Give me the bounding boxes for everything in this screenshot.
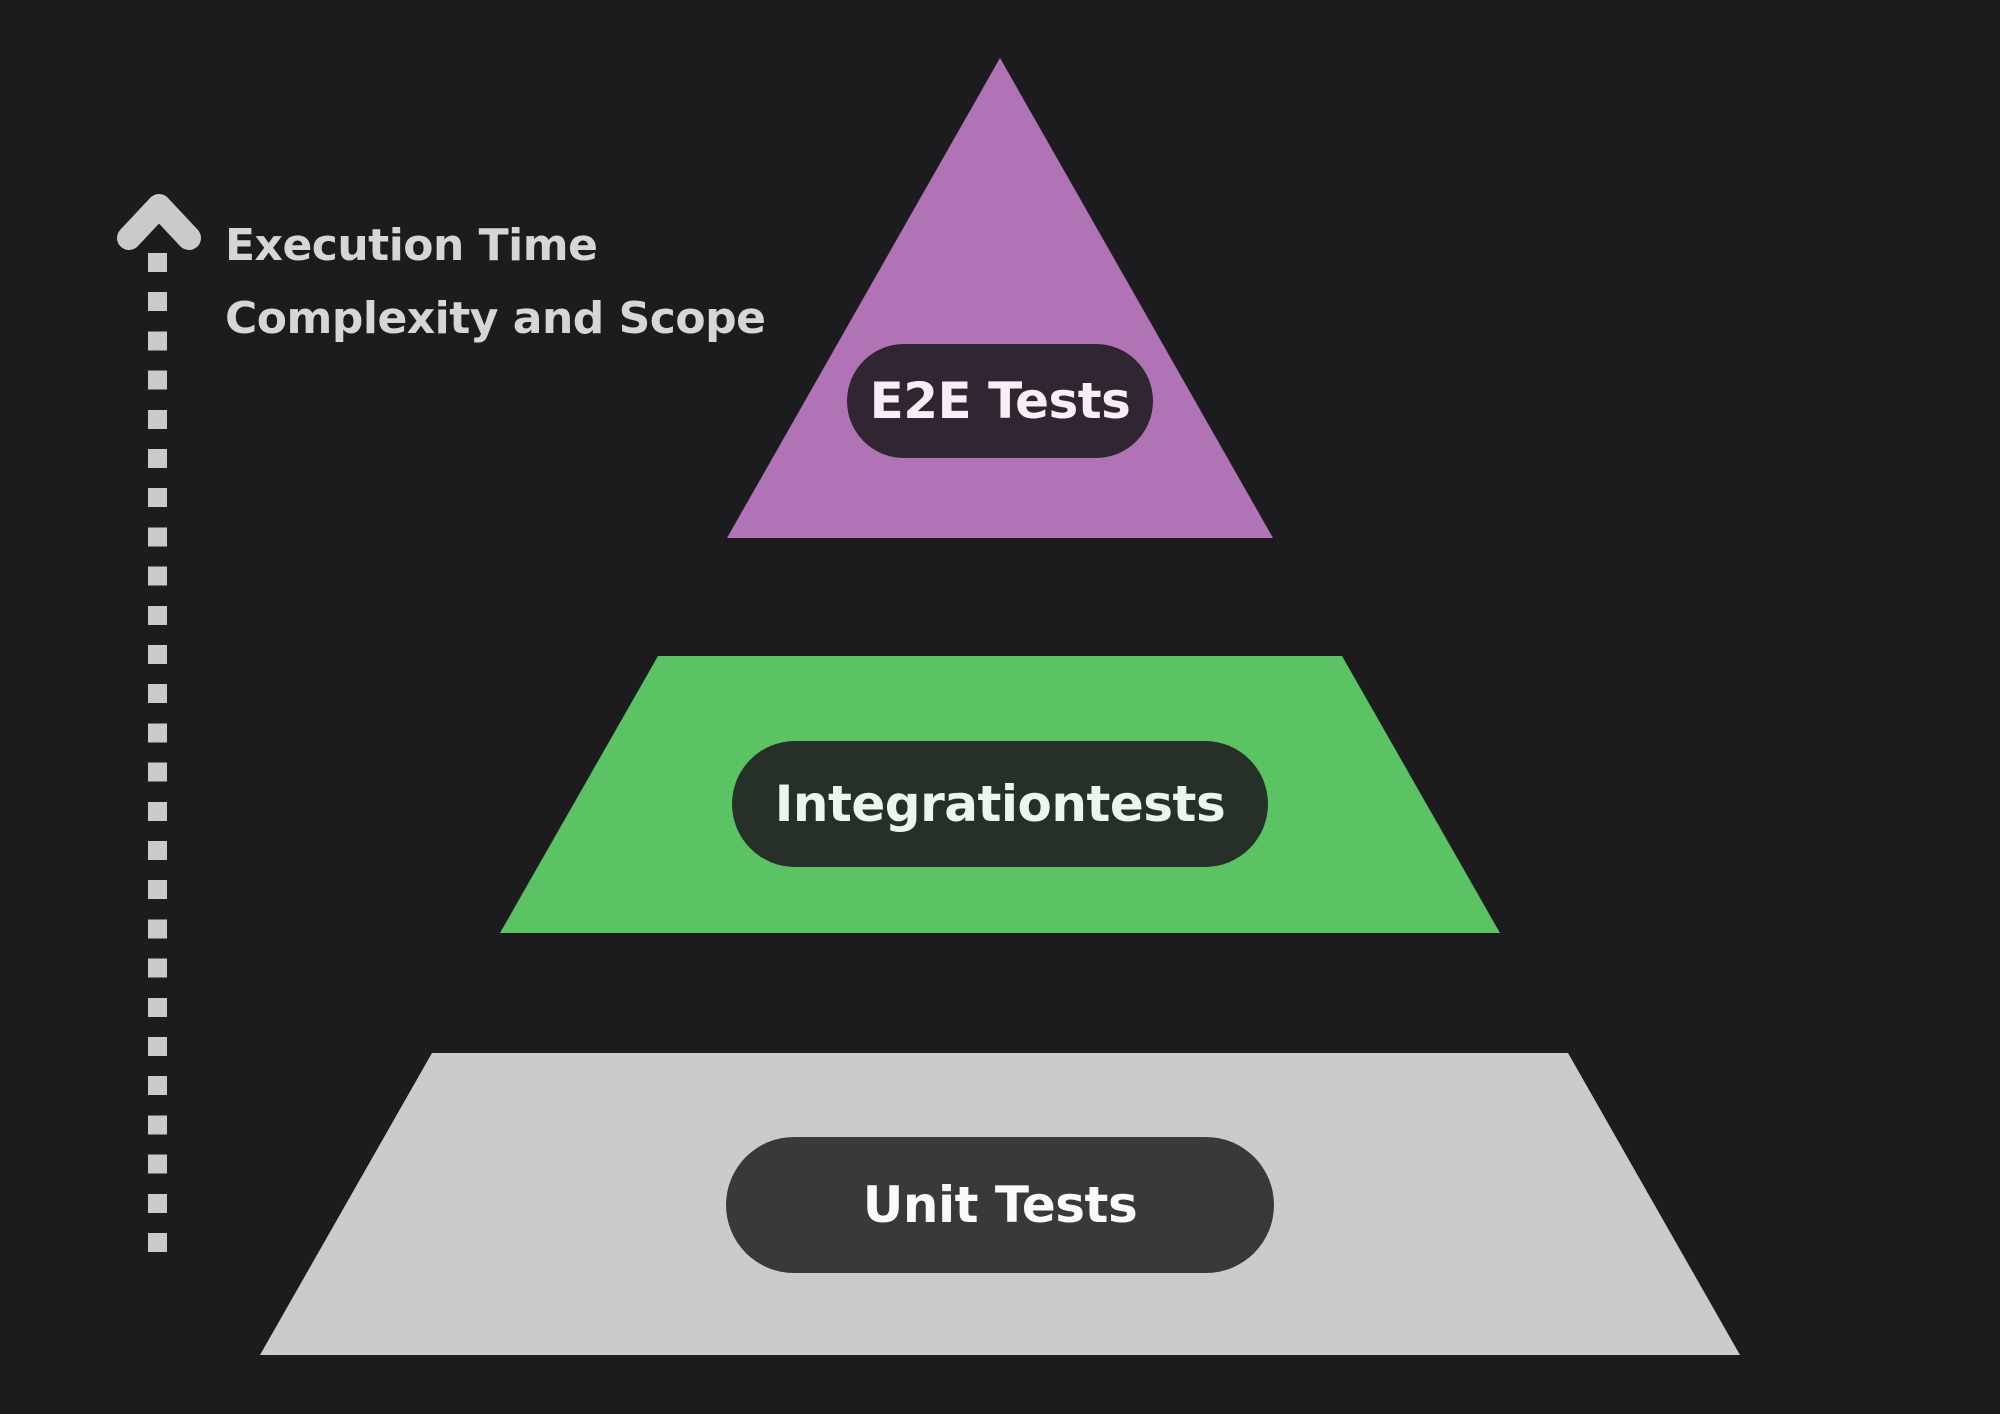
unit-tests-label-pill: Unit Tests bbox=[726, 1137, 1274, 1273]
axis-label-complexity-scope: Complexity and Scope bbox=[225, 293, 766, 344]
unit-tests-label: Unit Tests bbox=[862, 1176, 1138, 1234]
dashed-arrow-shaft bbox=[148, 253, 167, 1252]
arrow-up-chevron bbox=[117, 194, 201, 250]
arrow-up-icon bbox=[117, 194, 201, 250]
e2e-tests-label: E2E Tests bbox=[869, 372, 1131, 430]
axis-label-execution-time: Execution Time bbox=[225, 220, 598, 271]
integration-tests-label-pill: Integrationtests bbox=[732, 741, 1268, 867]
integration-tests-label: Integrationtests bbox=[774, 775, 1226, 833]
e2e-tests-label-pill: E2E Tests bbox=[847, 344, 1153, 458]
pyramid-level-e2e-triangle bbox=[727, 58, 1273, 538]
